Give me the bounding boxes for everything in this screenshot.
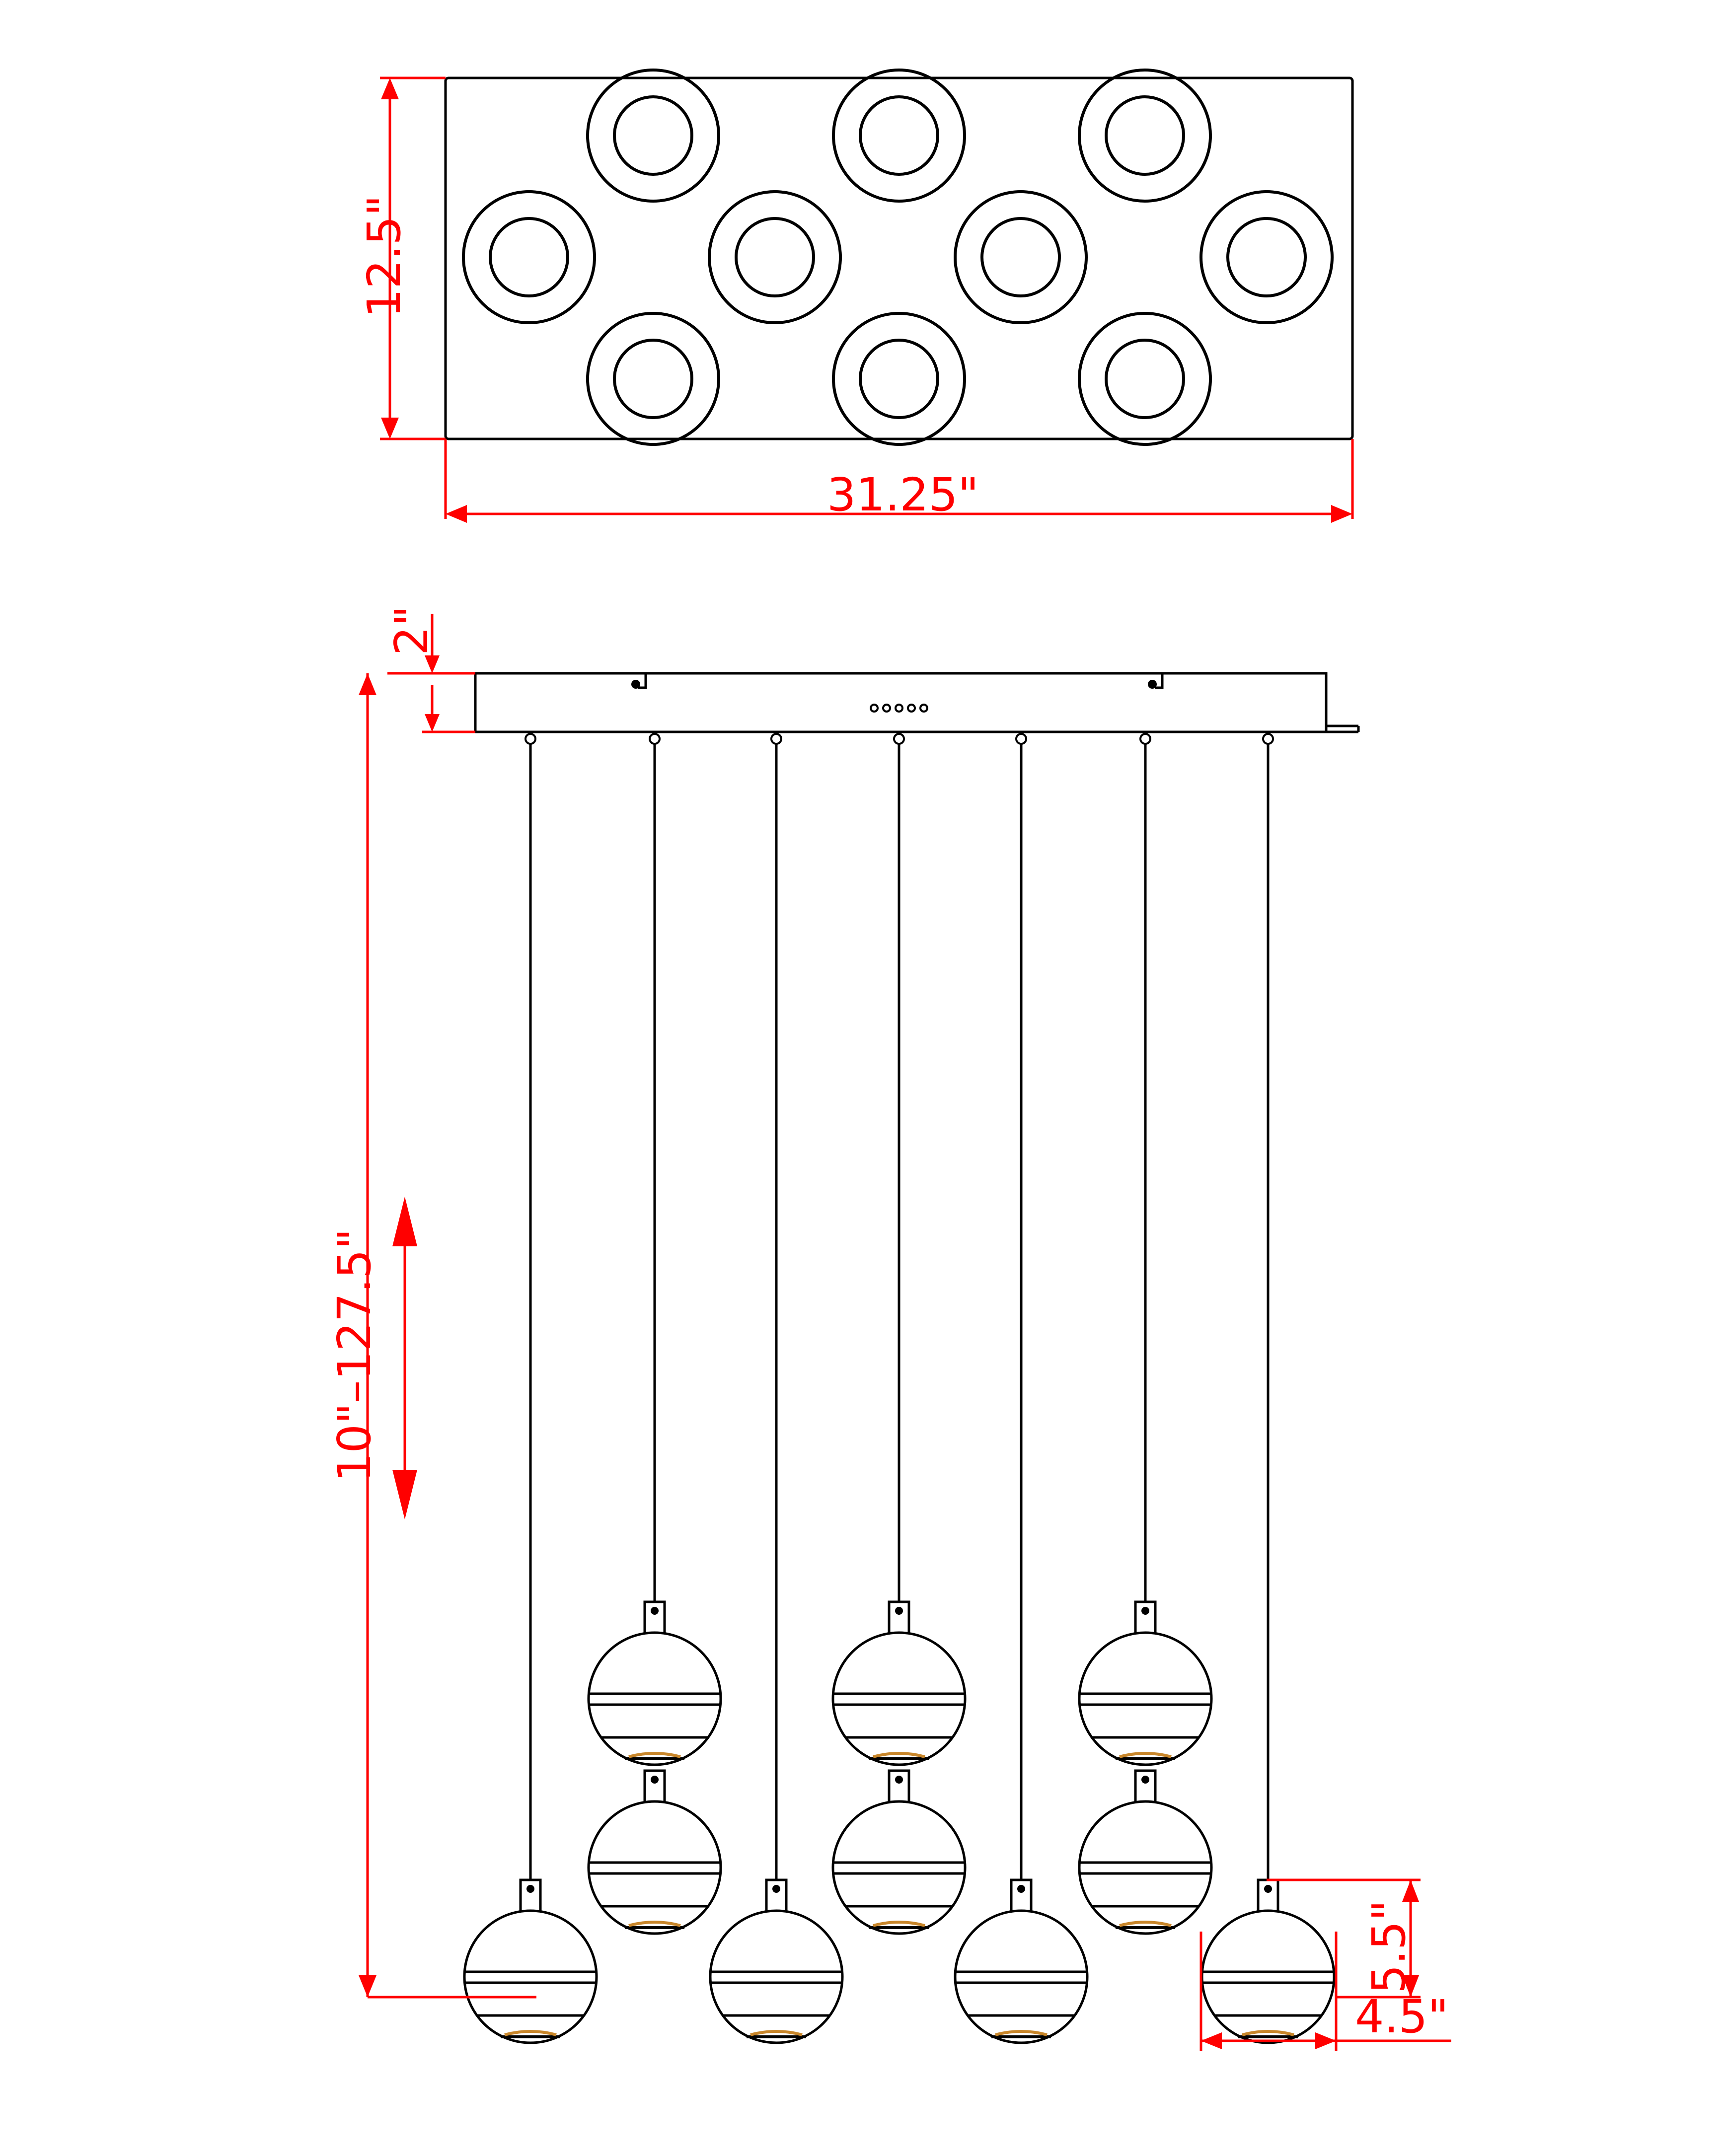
light-glow xyxy=(1242,2030,1294,2036)
top-view-shade-8 xyxy=(586,312,720,446)
indicator-dot xyxy=(907,704,916,713)
top-view-shade-4 xyxy=(462,190,596,324)
overall-drop-label: 10"–127.5" xyxy=(328,1228,381,1482)
canopy-width-label: 31.25" xyxy=(827,468,979,521)
shade-width-label: 4.5" xyxy=(1355,1990,1449,2043)
light-glow xyxy=(873,1921,925,1927)
light-glow xyxy=(873,1752,925,1758)
light-glow xyxy=(750,2030,803,2036)
pendant-shade-9 xyxy=(1078,1769,1213,1935)
mounting-slot-left xyxy=(631,672,647,689)
cord-grip xyxy=(525,733,536,745)
shade-height-label: 5.5" xyxy=(1362,1900,1416,1994)
pendant-shade-8 xyxy=(1078,1600,1213,1766)
cord-grip xyxy=(1139,733,1151,745)
pendant-shade-3 xyxy=(587,1769,722,1935)
top-view xyxy=(444,69,1354,446)
light-glow xyxy=(628,1921,681,1927)
dimension-canopy-width: 31.25" xyxy=(444,439,1354,523)
dimension-shade-height: 5.5" xyxy=(1267,1878,1421,1999)
top-view-shades xyxy=(462,69,1334,446)
indicator-dot xyxy=(895,704,903,713)
top-view-shade-7 xyxy=(1199,190,1334,324)
canopy-top-view xyxy=(444,76,1354,440)
dimension-canopy-height: 2" xyxy=(385,605,475,733)
side-view xyxy=(463,672,1360,2044)
cord-grip xyxy=(770,733,782,745)
indicator-dot xyxy=(882,704,891,713)
pendant-shade-7 xyxy=(954,1878,1089,2044)
pendant-shade-4 xyxy=(709,1878,844,2044)
light-glow xyxy=(1119,1752,1172,1758)
top-view-shade-6 xyxy=(954,190,1088,324)
dimension-overall-drop: 10"–127.5" xyxy=(328,673,536,1999)
pendant-shade-1 xyxy=(463,1878,598,2044)
pendant-shade-6 xyxy=(831,1769,967,1935)
top-view-shade-9 xyxy=(832,312,966,446)
dimension-canopy-depth: 12.5" xyxy=(358,76,446,440)
indicator-dot xyxy=(870,704,879,713)
top-view-shade-10 xyxy=(1078,312,1212,446)
top-view-shade-3 xyxy=(1078,69,1212,203)
pendant-shade-5 xyxy=(831,1600,967,1766)
canopy-depth-label: 12.5" xyxy=(358,195,411,318)
light-glow xyxy=(504,2030,557,2036)
indicator-dots xyxy=(870,704,928,713)
indicator-dot xyxy=(919,704,928,713)
light-glow xyxy=(628,1752,681,1758)
top-view-shade-1 xyxy=(586,69,720,203)
cord-grip xyxy=(1262,733,1274,745)
pendants xyxy=(463,733,1336,2044)
canopy-side-view xyxy=(474,672,1328,733)
pendant-shade-2 xyxy=(587,1600,722,1766)
top-view-shade-2 xyxy=(832,69,966,203)
mounting-slot-right xyxy=(1148,672,1164,689)
light-glow xyxy=(995,2030,1048,2036)
pendant-shade-10 xyxy=(1200,1878,1336,2044)
cord-grip xyxy=(893,733,905,745)
dimension-shade-width: 4.5" xyxy=(1199,1932,1451,2051)
cord-grip xyxy=(649,733,661,745)
cord-grip xyxy=(1015,733,1027,745)
top-view-shade-5 xyxy=(708,190,842,324)
light-glow xyxy=(1119,1921,1172,1927)
canopy-height-label: 2" xyxy=(385,605,438,655)
